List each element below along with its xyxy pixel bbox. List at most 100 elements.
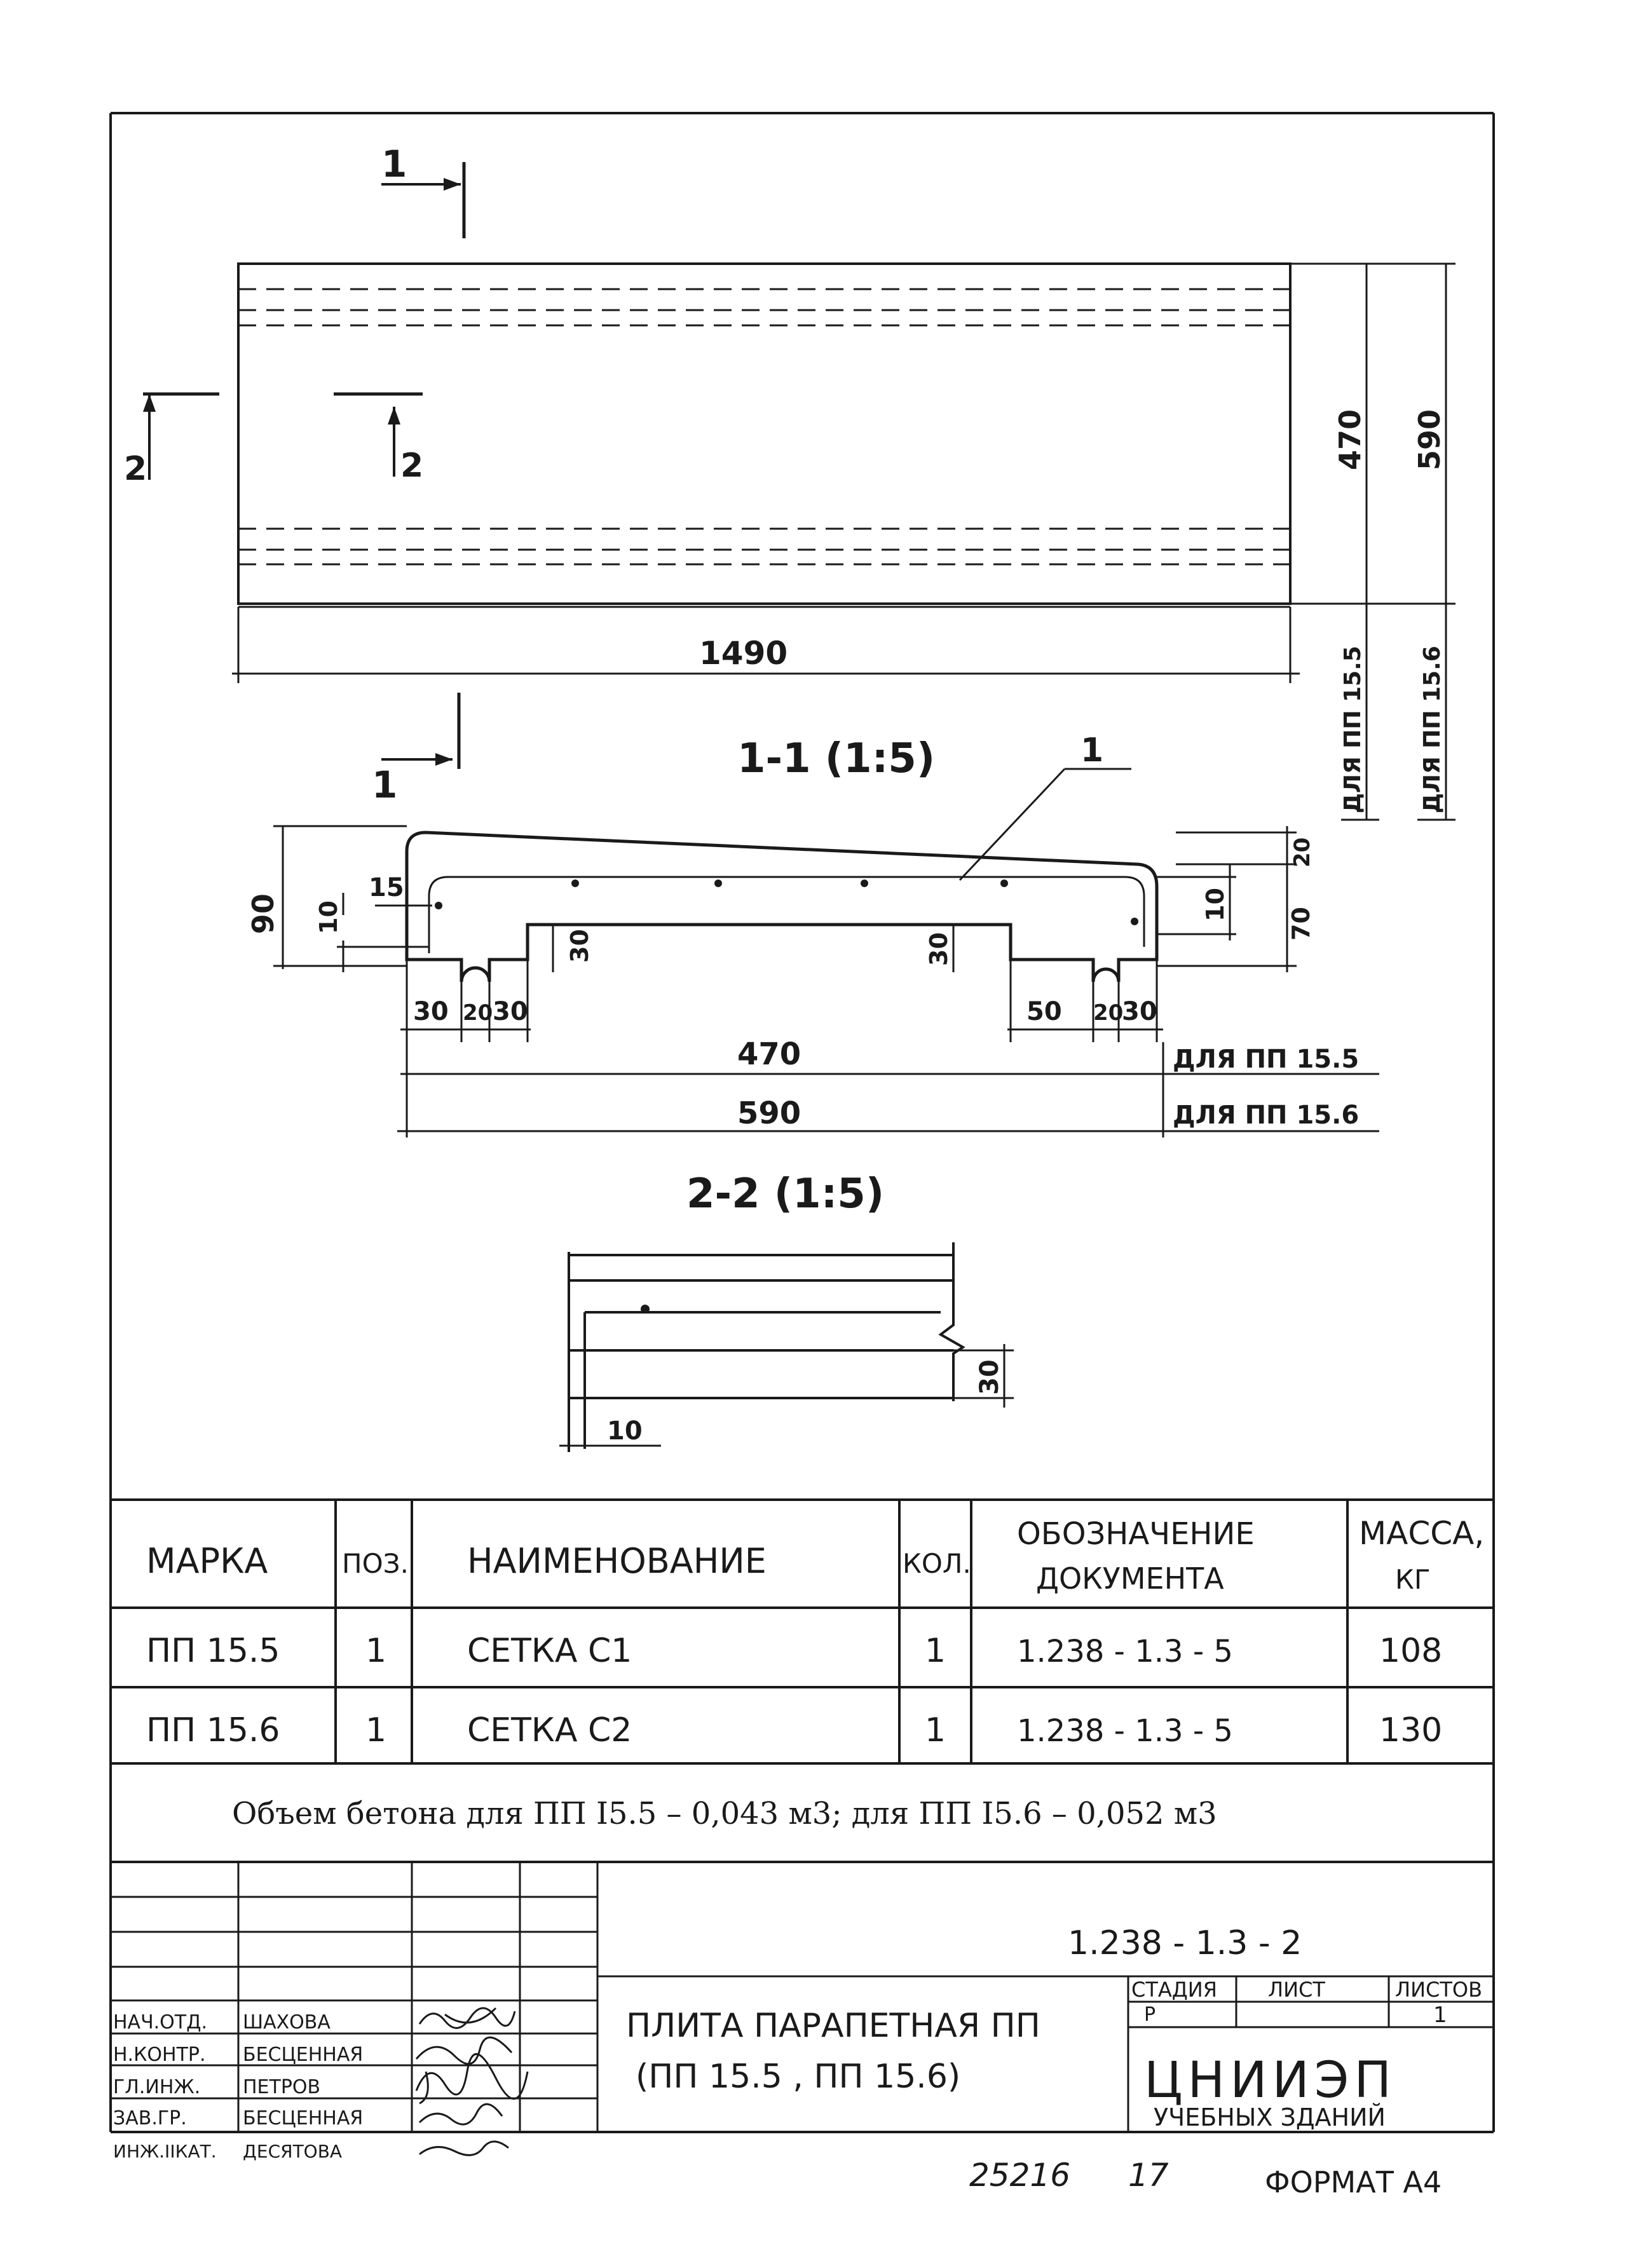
dim-590: 590 — [737, 1096, 801, 1131]
row-qty: 1 — [925, 1711, 946, 1749]
dim-b20b: 20 — [1093, 1000, 1123, 1026]
section-1-1-left-dims — [273, 825, 559, 972]
spec-table: МАРКА ПОЗ. НАИМЕНОВАНИЕ КОЛ. ОБОЗНАЧЕНИЕ… — [111, 1498, 1494, 1863]
row-mark: ПП 15.6 — [146, 1711, 280, 1749]
sheets-label: ЛИСТОВ — [1395, 1978, 1482, 2002]
row-qty: 1 — [925, 1632, 946, 1670]
header-mark: МАРКА — [146, 1541, 268, 1581]
header-mass-2: КГ — [1395, 1564, 1430, 1595]
section-1-marker-bottom: 1 — [372, 693, 461, 806]
staff-row: НАЧ.ОТД. ШАХОВА — [113, 2011, 331, 2034]
dim-470: 470 — [737, 1036, 801, 1072]
staff-row: ГЛ.ИНЖ. ПЕТРОВ — [113, 2076, 320, 2098]
header-name: НАИМЕНОВАНИЕ — [467, 1541, 767, 1581]
dim-width-590: 590 — [1412, 409, 1447, 470]
staff-row: ИНЖ.IIКАТ. ДЕСЯТОВА — [113, 2141, 342, 2162]
for-pp156-label: ДЛЯ ПП 15.6 — [1419, 646, 1445, 813]
dim-b30c: 30 — [1122, 997, 1157, 1026]
dim-70-right: 70 — [1287, 907, 1315, 940]
for-pp155-bottom: ДЛЯ ПП 15.5 — [1173, 1045, 1359, 1074]
dim-10-left: 10 — [315, 900, 343, 934]
title-line-2: (ПП 15.5 , ПП 15.6) — [636, 2058, 960, 2096]
dim-width-470: 470 — [1333, 409, 1367, 470]
dim-20-right: 20 — [1290, 838, 1315, 867]
section-mark-label: 2 — [124, 450, 147, 488]
stage-label: СТАДИЯ — [1131, 1978, 1217, 2002]
section-1-1-bottom-dims — [400, 960, 1163, 1042]
section-1-1-width-dims — [397, 1042, 1379, 1137]
header-doc-2: ДОКУМЕНТА — [1036, 1561, 1224, 1596]
org-logo: ЦНИИЭП — [1144, 2052, 1396, 2109]
dim-b20: 20 — [463, 1000, 493, 1026]
section-1-1-title: 1-1 (1:5) — [737, 735, 935, 782]
dim-s2-30: 30 — [975, 1359, 1004, 1395]
dim-10-right: 10 — [1201, 888, 1229, 921]
table-row: ПП 15.5 1 СЕТКА С1 1 1.238 - 1.3 - 5 108 — [146, 1632, 1442, 1670]
dim-90: 90 — [246, 893, 280, 934]
dim-15: 15 — [369, 873, 404, 902]
staff-role: ГЛ.ИНЖ. — [113, 2076, 200, 2098]
archive-number: 25216 — [969, 2157, 1070, 2194]
section-2-marker-left: 2 — [124, 392, 219, 488]
title-line-1: ПЛИТА ПАРАПЕТНАЯ ПП — [626, 2007, 1040, 2045]
for-pp156-bottom: ДЛЯ ПП 15.6 — [1173, 1101, 1359, 1130]
dim-length — [232, 607, 1300, 683]
for-pp155-label: ДЛЯ ПП 15.5 — [1340, 646, 1366, 813]
section-2-2-dims — [559, 1344, 1014, 1447]
staff-name: БЕСЦЕННАЯ — [243, 2044, 363, 2066]
doc-code: 1.238 - 1.3 - 2 — [1068, 1924, 1302, 1962]
staff-name: ШАХОВА — [243, 2011, 331, 2034]
dim-width — [1290, 262, 1456, 821]
section-2-2-title: 2-2 (1:5) — [686, 1171, 884, 1218]
dim-30-right: 30 — [925, 932, 953, 966]
dim-length-label: 1490 — [699, 635, 787, 672]
table-row: ПП 15.6 1 СЕТКА С2 1 1.238 - 1.3 - 5 130 — [146, 1711, 1442, 1749]
footer: 25216 17 ФОРМАТ А4 — [969, 2157, 1442, 2199]
org-line-2: УЧЕБНЫХ ЗДАНИЙ — [1154, 2103, 1386, 2131]
rebar-dots — [435, 879, 1138, 925]
section-1-1: 1-1 (1:5) 1 90 15 — [246, 731, 1379, 1137]
staff-role: ЗАВ.ГР. — [113, 2107, 187, 2129]
staff-role: ИНЖ.IIКАТ. — [113, 2141, 217, 2162]
sheet-frame — [109, 112, 1495, 2133]
section-1-marker-top: 1 — [381, 142, 466, 238]
row-pos: 1 — [365, 1711, 386, 1749]
row-doc: 1.238 - 1.3 - 5 — [1017, 1634, 1233, 1669]
section-mark-label: 2 — [400, 447, 423, 485]
row-name: СЕТКА С1 — [467, 1632, 632, 1670]
staff-row: Н.КОНТР. БЕСЦЕННАЯ — [113, 2044, 363, 2066]
plan-view: 1 1 2 2 1490 — [124, 142, 1456, 821]
dim-b50: 50 — [1026, 997, 1062, 1026]
section-1-1-right-dims — [1157, 826, 1297, 972]
row-name: СЕТКА С2 — [467, 1711, 632, 1749]
header-pos: ПОЗ. — [342, 1548, 409, 1579]
dim-b30: 30 — [413, 997, 449, 1026]
dim-b30b: 30 — [493, 997, 528, 1026]
header-qty: КОЛ. — [903, 1548, 971, 1579]
staff-name: БЕСЦЕННАЯ — [243, 2107, 363, 2129]
row-doc: 1.238 - 1.3 - 5 — [1017, 1713, 1233, 1749]
stage-value: Р — [1144, 2004, 1156, 2026]
concrete-volume-note: Объем бетона для ПП I5.5 – 0,043 м3; для… — [232, 1796, 1217, 1831]
section-2-2: 2-2 (1:5) 30 10 — [559, 1171, 1014, 1452]
row-pos: 1 — [365, 1632, 386, 1670]
staff-row: ЗАВ.ГР. БЕСЦЕННАЯ — [113, 2107, 363, 2129]
staff-name: ПЕТРОВ — [243, 2076, 320, 2098]
dim-s2-10: 10 — [607, 1416, 643, 1446]
row-mass: 108 — [1379, 1632, 1442, 1670]
page-number: 17 — [1128, 2157, 1169, 2194]
section-2-marker-right: 2 — [334, 392, 423, 485]
header-doc-1: ОБОЗНАЧЕНИЕ — [1017, 1516, 1255, 1552]
signatures — [415, 2007, 529, 2156]
section-mark-label: 1 — [381, 142, 407, 186]
sheet-label: ЛИСТ — [1268, 1978, 1325, 2002]
format-label: ФОРМАТ А4 — [1265, 2165, 1442, 2199]
title-block: 1.238 - 1.3 - 2 ПЛИТА ПАРАПЕТНАЯ ПП (ПП … — [111, 1862, 1494, 2162]
staff-name: ДЕСЯТОВА — [243, 2141, 342, 2162]
header-mass-1: МАССА, — [1359, 1515, 1484, 1552]
row-mark: ПП 15.5 — [146, 1632, 280, 1670]
callout-1-label: 1 — [1081, 731, 1103, 770]
staff-role: Н.КОНТР. — [113, 2044, 206, 2066]
section-mark-label: 1 — [372, 763, 397, 806]
